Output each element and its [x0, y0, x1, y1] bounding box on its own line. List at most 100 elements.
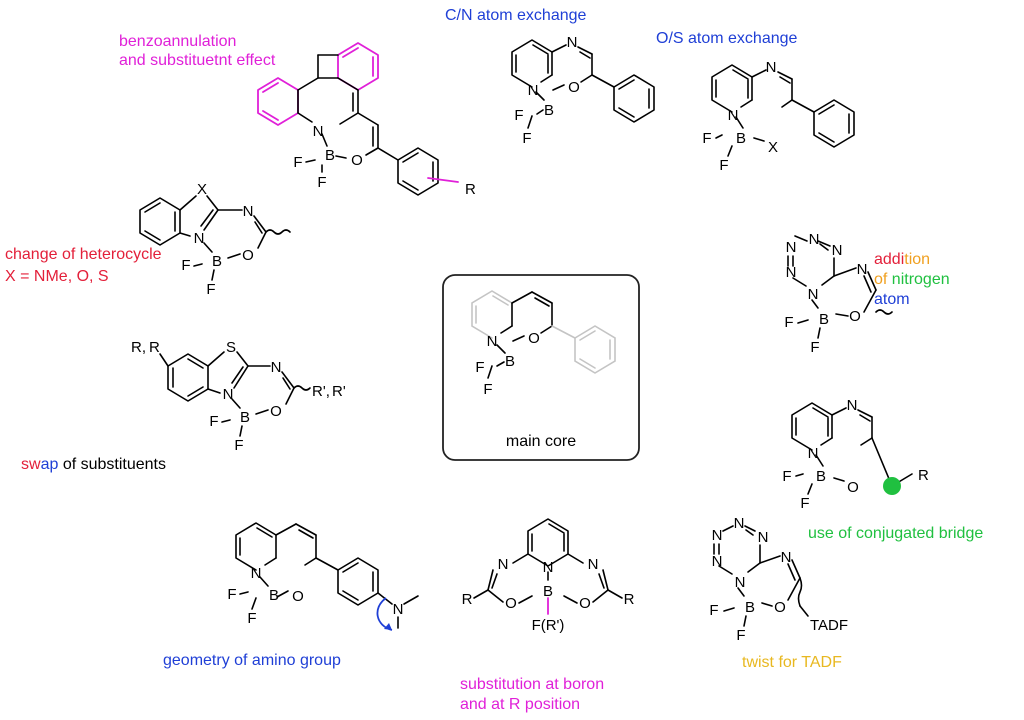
atom-N: N: [786, 239, 797, 256]
atom-R: R: [624, 591, 635, 608]
cn-structure: N N B O F F: [511, 34, 655, 147]
atom-F: F: [784, 314, 793, 331]
atom-N: N: [728, 107, 739, 124]
atom-O: O: [774, 599, 786, 616]
atom-O: O: [579, 595, 591, 612]
r-position-label: and at R position: [460, 696, 580, 713]
atom-N: N: [567, 34, 578, 51]
atom-word-label: atom: [874, 291, 910, 308]
heterocycle-group: change of heterocycle X = NMe, O, S X N …: [5, 181, 291, 298]
heterocycle-options: X = NMe, O, S: [5, 268, 109, 285]
tadf-group: twist for TADF N N N N N N: [709, 515, 848, 671]
atom-N: N: [543, 559, 554, 576]
atom-N: N: [588, 556, 599, 573]
atom-B: B: [745, 599, 755, 616]
main-core-panel: N B O F F main core: [442, 274, 640, 461]
of-part: of: [874, 271, 892, 288]
os-exchange-group: O/S atom exchange N N B X F F: [656, 30, 855, 174]
atom-R-comma: R,: [131, 339, 146, 356]
atom-B: B: [325, 147, 335, 164]
atom-F: F: [782, 468, 791, 485]
heterocycle-label: change of heterocycle: [5, 246, 162, 263]
atom-O: O: [505, 595, 517, 612]
atom-N: N: [781, 549, 792, 566]
atom-B: B: [212, 253, 222, 270]
main-core-box: [442, 274, 640, 461]
atom-B: B: [816, 468, 826, 485]
atom-F: F: [293, 154, 302, 171]
tadf-substituent: TADF: [810, 617, 848, 634]
atom-N: N: [809, 231, 820, 248]
atom-F: F: [181, 257, 190, 274]
atom-R: R: [149, 339, 160, 356]
atom-B: B: [240, 409, 250, 426]
atom-F: F: [227, 586, 236, 603]
swap-substituents-group: swap of substituents R, R S N N: [21, 339, 346, 473]
atom-F: F: [247, 610, 256, 627]
atom-R: R: [918, 467, 929, 484]
heterocycle-structure: X N N B O F F: [139, 181, 291, 298]
atom-B: B: [543, 583, 553, 600]
atom-N: N: [393, 601, 404, 618]
atom-N: N: [847, 397, 858, 414]
atom-N: N: [832, 242, 843, 259]
atom-F: F: [317, 174, 326, 191]
atom-O: O: [568, 79, 580, 96]
addition-part2: tion: [904, 251, 930, 268]
atom-N: N: [271, 359, 282, 376]
atom-N: N: [487, 333, 498, 350]
atom-X: X: [768, 139, 778, 156]
atom-B: B: [736, 130, 746, 147]
atom-N: N: [786, 264, 797, 281]
atom-F: F: [209, 413, 218, 430]
bridge-label: use of conjugated bridge: [808, 525, 983, 542]
conjugated-bridge-dot: [883, 477, 901, 495]
atom-F: F: [702, 130, 711, 147]
tadf-label: twist for TADF: [742, 654, 842, 671]
atom-F: F: [719, 157, 728, 174]
atom-F: F: [709, 602, 718, 619]
rotation-arrowhead: [384, 623, 392, 630]
atom-F: F: [522, 130, 531, 147]
atom-N: N: [712, 527, 723, 544]
main-core-label: main core: [506, 433, 576, 450]
os-structure: N N B X F F: [702, 59, 855, 174]
addition-part1: addi: [874, 251, 904, 268]
atom-N: N: [735, 574, 746, 591]
atom-N: N: [808, 445, 819, 462]
bis-chelate-structure: N N N B O O R R F(R'): [462, 518, 635, 634]
of-nitrogen-label: of nitrogen: [874, 271, 950, 288]
atom-N: N: [766, 59, 777, 76]
atom-O: O: [847, 479, 859, 496]
atom-O: O: [351, 152, 363, 169]
atom-R-prime: R': [332, 383, 346, 400]
tadf-structure: N N N N N N B O F F TADF: [709, 515, 848, 644]
atom-N: N: [758, 529, 769, 546]
atom-O: O: [292, 588, 304, 605]
benzoannulation-group: benzoannulation and substituetnt effect: [119, 33, 476, 198]
atom-R: R: [465, 181, 476, 198]
atom-N: N: [712, 553, 723, 570]
tetrazine-structure: N N N N N N B O F F: [784, 231, 893, 356]
swap-p: p: [49, 456, 58, 473]
atom-N: N: [808, 286, 819, 303]
swap-rest: of substituents: [58, 456, 166, 473]
atom-O: O: [528, 330, 540, 347]
amino-label: geometry of amino group: [163, 652, 341, 669]
addition-label: addition: [874, 251, 930, 268]
atom-O: O: [270, 403, 282, 420]
atom-N: N: [498, 556, 509, 573]
atom-F: F: [483, 381, 492, 398]
swap-w: w: [28, 456, 41, 473]
atom-F: F: [234, 437, 243, 454]
bridge-structure: N N B O F F R: [782, 397, 929, 512]
swap-s: s: [21, 456, 29, 473]
atom-N: N: [243, 203, 254, 220]
atom-F: F: [810, 339, 819, 356]
swap-a: a: [41, 456, 50, 473]
benzo-structure: N B O F F R: [257, 42, 476, 198]
cn-exchange-group: C/N atom exchange N N B O F F: [445, 7, 655, 147]
benzothiazole-structure: R, R S N N B O F F: [131, 339, 346, 454]
atom-N: N: [734, 515, 745, 532]
